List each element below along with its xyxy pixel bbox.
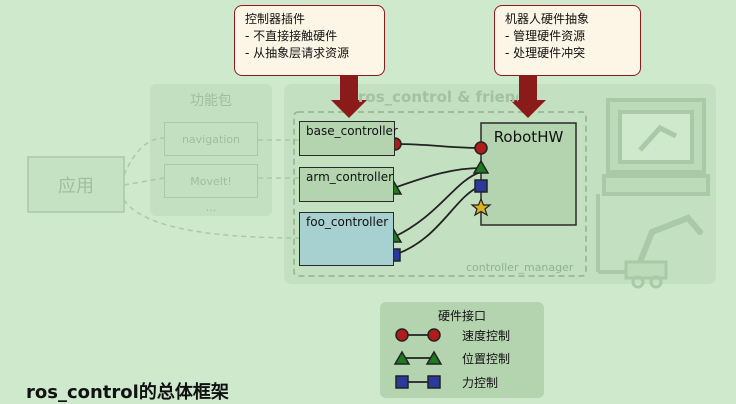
robot-arm-icon: [624, 214, 703, 289]
legend-position-label: 位置控制: [462, 352, 511, 366]
foo-controller-box[interactable]: foo_controller: [299, 212, 394, 266]
controller-plugin-callout: 控制器插件 - 不直接接触硬件 - 从抽象层请求资源: [234, 5, 385, 76]
hw-effort-port: [474, 179, 488, 193]
hw-star-port: [470, 197, 492, 217]
hw-velocity-port: [474, 141, 488, 155]
robothw-callout-line-2: - 处理硬件冲突: [505, 46, 586, 60]
legend-velocity-label: 速度控制: [462, 329, 511, 343]
base-controller-label: base_controller: [306, 124, 398, 138]
function-pack-group: [150, 84, 272, 216]
function-item-moveit: MoveIt!: [164, 164, 258, 198]
framework-label: ros_control & friends: [358, 88, 518, 106]
app-box: [27, 156, 125, 213]
wire-velocity: [394, 143, 482, 149]
legend-title: 硬件接口: [437, 309, 486, 323]
robothw-box: [480, 122, 577, 226]
arrow-to-controllers: [331, 76, 367, 118]
app-link-3: [123, 199, 301, 239]
legend-panel: [380, 302, 544, 398]
computer-icon: [596, 98, 710, 274]
base-controller-box[interactable]: base_controller: [299, 121, 398, 156]
controller-manager-label: controller_manager: [466, 261, 574, 274]
app-link-2: [123, 177, 165, 186]
controller-plugin-line-1: - 不直接接触硬件: [245, 29, 338, 43]
function-pack-label: 功能包: [190, 93, 232, 109]
controller-manager-box: [293, 111, 587, 277]
wire-arm-position: [393, 167, 482, 189]
legend-effort-symbol: [395, 375, 441, 389]
function-item-more: ...: [205, 201, 217, 214]
robothw-callout-line-1: - 管理硬件资源: [505, 29, 586, 43]
wire-foo-position: [393, 171, 482, 238]
robothw-label: RobotHW: [493, 128, 564, 146]
controller-plugin-title: 控制器插件: [245, 12, 306, 26]
robothw-callout-title: 机器人硬件抽象: [505, 12, 590, 26]
page-title: ros_control的总体框架: [26, 382, 229, 403]
arm-controller-box[interactable]: arm_controller: [299, 167, 394, 202]
arm-controller-label: arm_controller: [306, 170, 394, 184]
controller-plugin-line-2: - 从抽象层请求资源: [245, 46, 350, 60]
app-label: 应用: [58, 175, 94, 197]
legend-effort-label: 力控制: [462, 376, 499, 390]
function-item-navigation: navigation: [164, 122, 258, 156]
robothw-callout: 机器人硬件抽象 - 管理硬件资源 - 处理硬件冲突: [494, 5, 641, 76]
hw-position-port: [472, 159, 490, 174]
wire-foo-effort: [393, 185, 482, 256]
legend-position-symbol: [393, 350, 443, 365]
foo-controller-label: foo_controller: [306, 215, 389, 229]
legend-velocity-symbol: [395, 328, 441, 342]
arrow-to-robothw: [510, 76, 546, 118]
